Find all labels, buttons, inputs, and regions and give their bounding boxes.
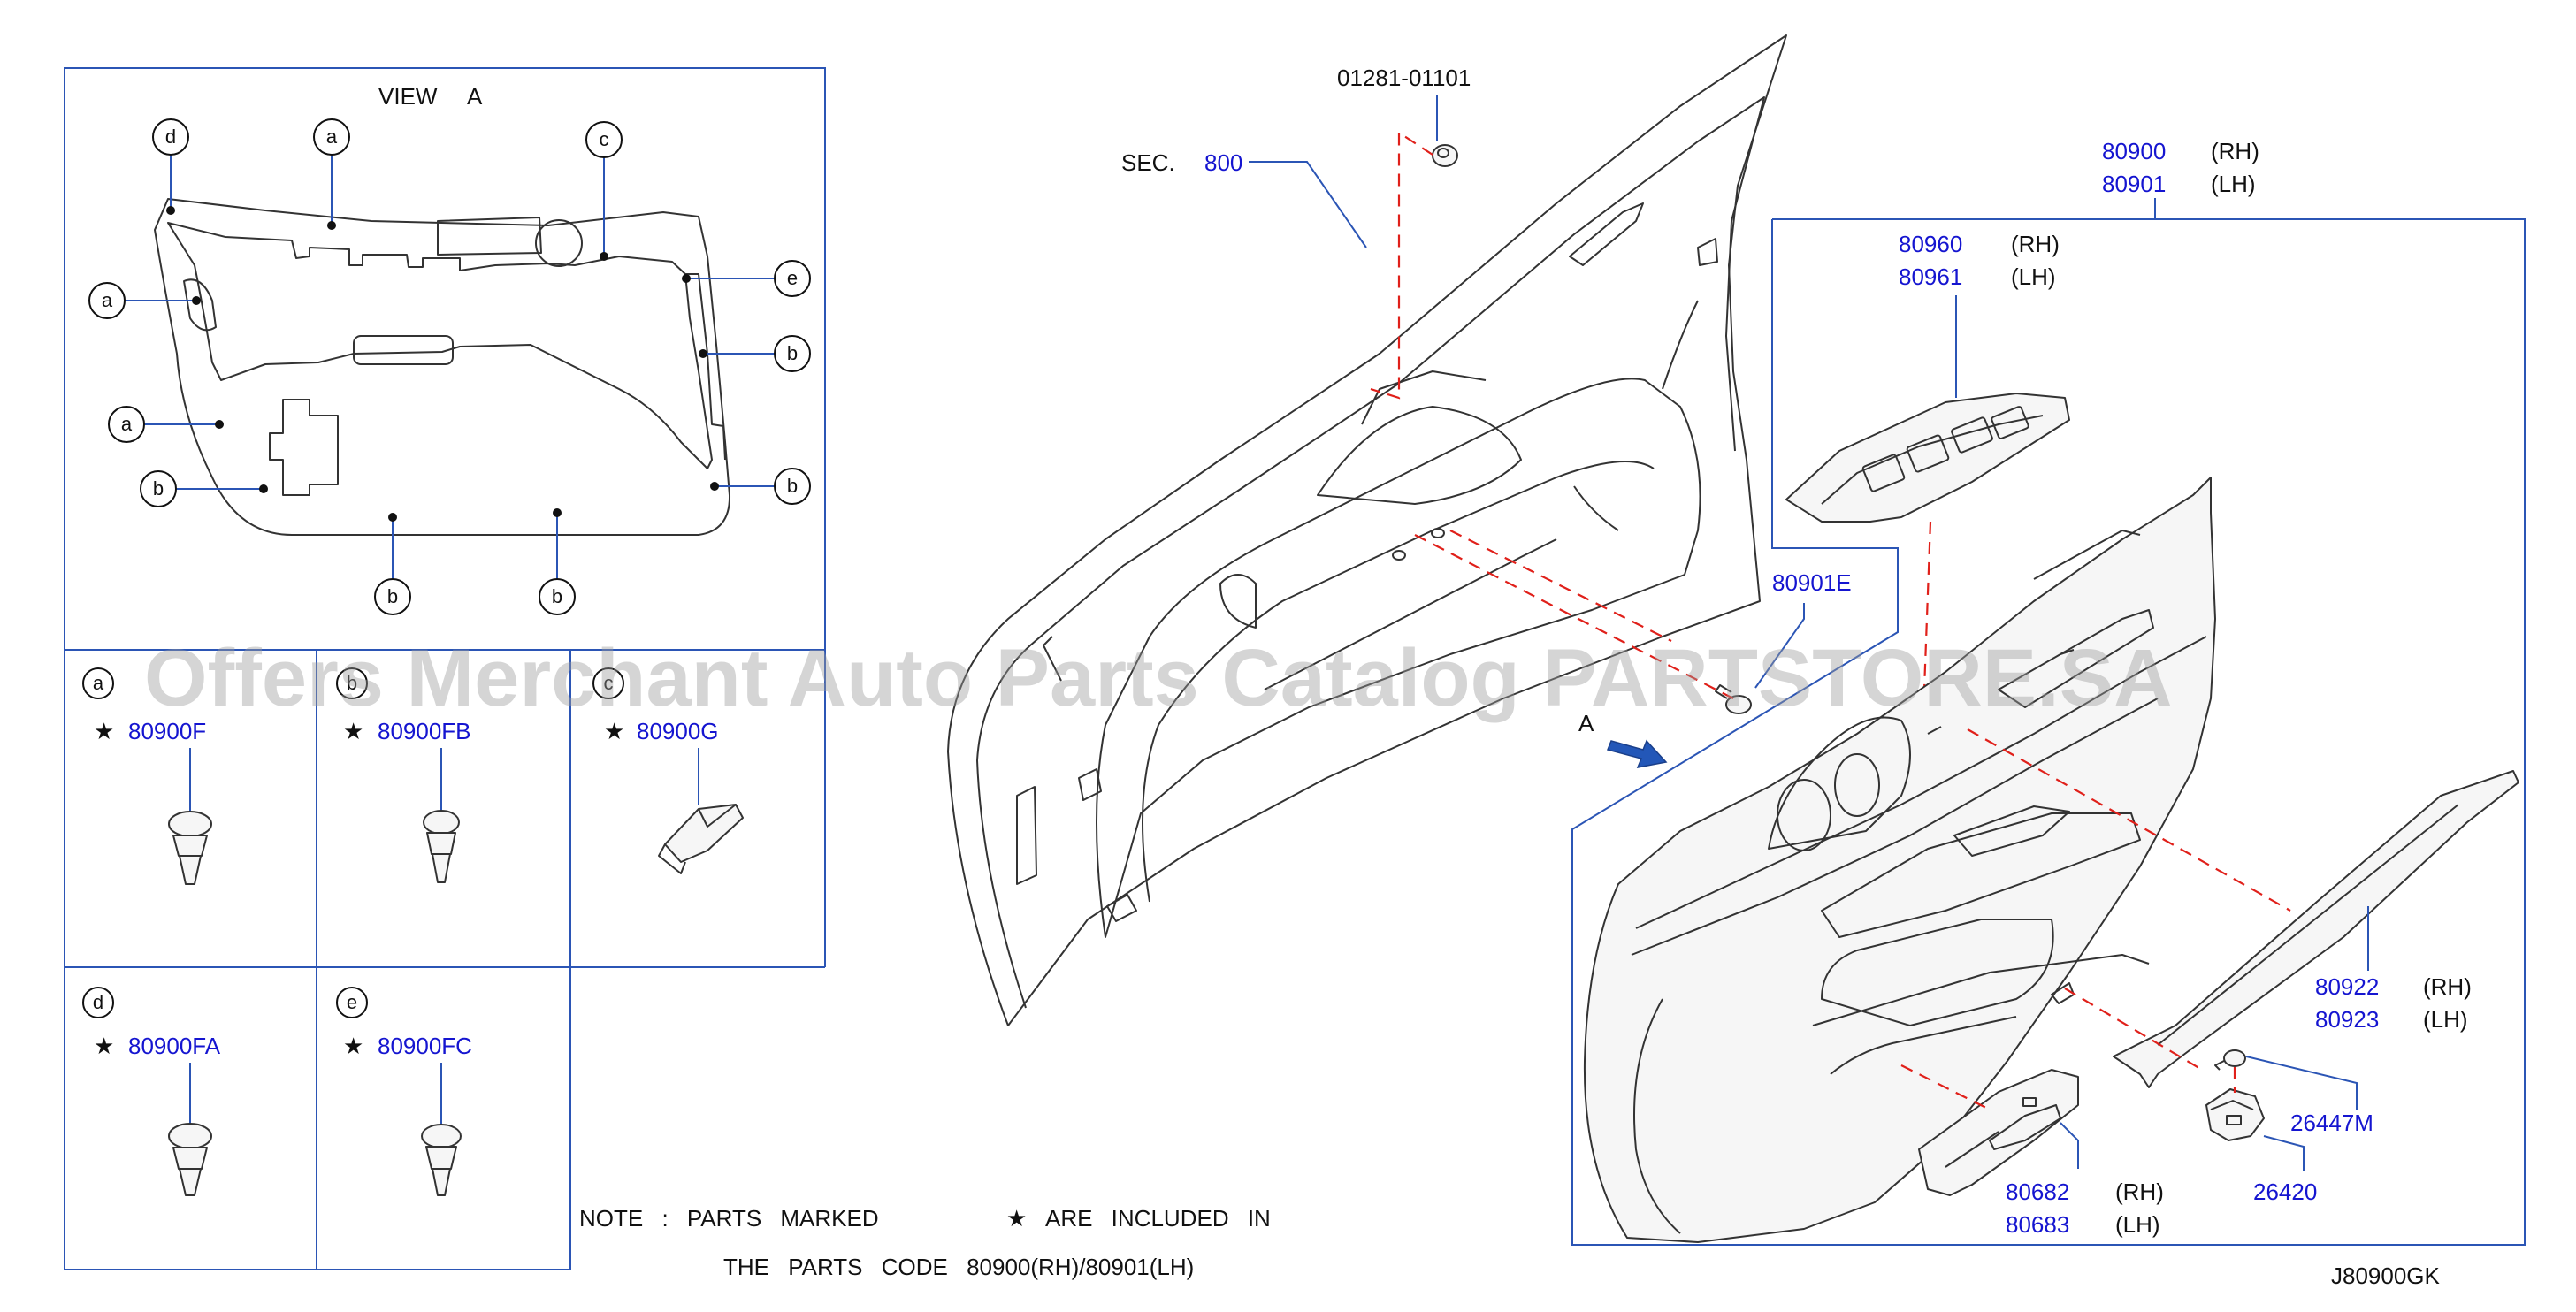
push-clip-icon — [421, 1124, 462, 1196]
view-title-word: VIEW — [378, 83, 438, 110]
part-80961: 80961 — [1899, 263, 1962, 290]
push-clip-icon — [168, 1123, 212, 1196]
clip-star: ★ — [343, 718, 363, 744]
clip-letter: d — [93, 991, 103, 1013]
sec-prefix: SEC. — [1121, 149, 1175, 176]
rh-80682: (RH) — [2115, 1179, 2164, 1205]
note-line2: THE PARTS CODE 80900(RH)/80901(LH) — [723, 1254, 1194, 1280]
clip-part-number: 80900G — [637, 718, 719, 744]
part-26420: 26420 — [2253, 1179, 2317, 1205]
part-01281-01101: 01281-01101 — [1337, 65, 1471, 91]
clip-star: ★ — [94, 718, 114, 744]
slide-clip-icon — [658, 804, 744, 874]
callout-e: e — [682, 260, 811, 297]
screw-icon — [1715, 684, 1752, 714]
part-80960: 80960 — [1899, 231, 1962, 257]
clip-part-number: 80900F — [128, 718, 206, 744]
view-a-trim-outline — [154, 198, 731, 536]
rh-80900: (RH) — [2211, 138, 2259, 164]
callout-b-bottom-1: b — [374, 513, 411, 615]
clip-star: ★ — [94, 1033, 114, 1059]
part-80683: 80683 — [2006, 1211, 2069, 1238]
grommet-icon — [1432, 144, 1458, 167]
part-80901: 80901 — [2102, 171, 2166, 197]
dashed-01281 — [1370, 130, 1433, 400]
clip-cell-d: d ★ 80900FA — [82, 987, 221, 1196]
callout-letter: b — [552, 585, 562, 607]
lh-80683: (LH) — [2115, 1211, 2160, 1238]
clip-cell-c: c ★ 80900G — [592, 667, 744, 874]
note: NOTE : PARTS MARKED ★ ARE INCLUDED IN TH… — [579, 1205, 1271, 1280]
view-arrow-icon — [1606, 739, 1668, 768]
diagram-code: J80900GK — [2331, 1262, 2441, 1289]
callout-letter: d — [165, 126, 176, 148]
push-clip-icon — [168, 811, 212, 885]
callout-letter: e — [787, 267, 798, 289]
lh-80923: (LH) — [2423, 1006, 2468, 1033]
view-a-panel — [64, 67, 826, 1270]
trim-assembly-box — [1571, 218, 2526, 1246]
note-star: ★ — [1006, 1205, 1027, 1232]
view-a-callouts: d a c a e b — [88, 118, 811, 615]
view-arrow-label: A — [1578, 710, 1594, 736]
finisher-strip — [2113, 770, 2519, 1088]
sec-leader — [1249, 161, 1367, 248]
callout-letter: b — [787, 342, 798, 364]
clip-letter: b — [347, 672, 357, 694]
part-80923: 80923 — [2315, 1006, 2379, 1033]
callout-letter: a — [121, 413, 133, 435]
callout-letter: c — [600, 128, 609, 150]
view-title-letter: A — [467, 83, 483, 110]
callout-b-right-bottom: b — [710, 468, 811, 505]
callout-c: c — [585, 121, 623, 261]
door-inner-panel — [947, 34, 1787, 1026]
callout-b-right-top: b — [699, 335, 811, 372]
clip-letter: c — [604, 672, 614, 694]
clip-part-number: 80900FB — [378, 718, 471, 744]
clip-part-number: 80900FC — [378, 1033, 472, 1059]
callout-letter: b — [787, 475, 798, 497]
clip-cell-e: e ★ 80900FC — [336, 987, 472, 1196]
callout-b-bottom-2: b — [539, 508, 576, 615]
rh-80922: (RH) — [2423, 973, 2472, 1000]
clip-part-number: 80900FA — [128, 1033, 221, 1059]
sec-number: 800 — [1204, 149, 1242, 176]
part-80901E: 80901E — [1772, 569, 1852, 596]
clip-letter: a — [93, 672, 104, 694]
callout-d-top: d — [152, 118, 189, 215]
part-26447M: 26447M — [2290, 1110, 2373, 1136]
callout-a-mid: a — [108, 406, 224, 443]
part-80900: 80900 — [2102, 138, 2166, 164]
lh-80961: (LH) — [2011, 263, 2056, 290]
note-line1-a: NOTE : PARTS MARKED — [579, 1205, 879, 1232]
bulb-icon — [2214, 1049, 2246, 1071]
lamp-switch — [2205, 1088, 2265, 1141]
rh-80960: (RH) — [2011, 231, 2060, 257]
callout-letter: b — [153, 477, 164, 500]
clip-star: ★ — [343, 1033, 363, 1059]
clip-cell-b: b ★ 80900FB — [336, 667, 471, 883]
callout-b-left: b — [140, 470, 268, 507]
part-80922: 80922 — [2315, 973, 2379, 1000]
watermark: Offers Merchant Auto Parts Catalog PARTS… — [144, 633, 2173, 723]
callout-a-top: a — [313, 118, 350, 230]
push-clip-icon — [423, 810, 460, 883]
callout-letter: b — [387, 585, 398, 607]
lh-80901: (LH) — [2211, 171, 2256, 197]
callout-letter: a — [326, 126, 338, 148]
callout-a-left: a — [88, 282, 201, 319]
door-trim-board — [1583, 477, 2216, 1243]
part-80682: 80682 — [2006, 1179, 2069, 1205]
clip-cell-a: a ★ 80900F — [82, 667, 212, 885]
switch-panel — [1785, 393, 2070, 523]
note-line1-b: ARE INCLUDED IN — [1045, 1205, 1271, 1232]
pull-handle-cover — [1918, 1069, 2079, 1196]
callout-letter: a — [102, 289, 113, 311]
clip-star: ★ — [604, 718, 624, 744]
clip-letter: e — [347, 991, 357, 1013]
